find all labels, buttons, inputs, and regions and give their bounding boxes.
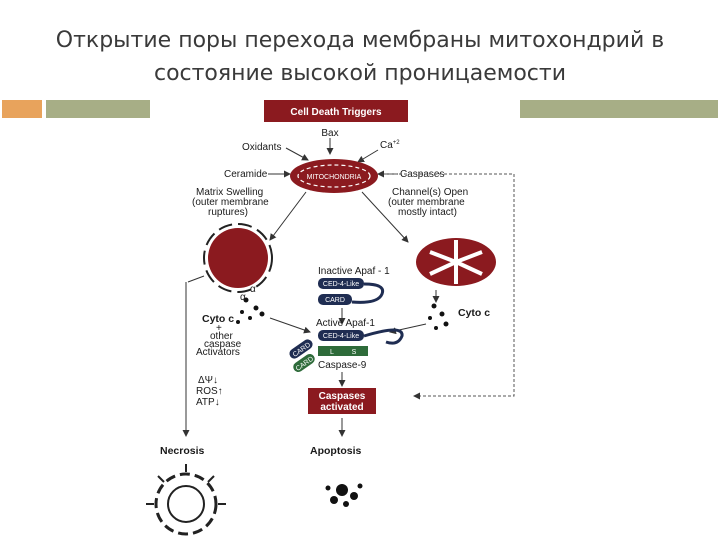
oxidants-arrow (286, 148, 308, 160)
ceramide-label: Ceramide (224, 169, 268, 180)
inactive-ced-label: CED-4-Like (323, 281, 359, 288)
caspase9-l-label: L (330, 349, 334, 356)
slide-title: Открытие поры перехода мембраны митохонд… (20, 24, 700, 90)
delta-psi-label: ΔΨ↓ (198, 375, 218, 386)
caspase9-label: Caspase-9 (318, 360, 367, 371)
inactive-apaf-label: Inactive Apaf - 1 (318, 266, 390, 277)
cell-death-triggers-label: Cell Death Triggers (290, 107, 382, 118)
ca-arrow (358, 150, 378, 162)
mitochondria-label: MITOCHONDRIA (307, 174, 362, 181)
alpha-mark-1: α (240, 292, 246, 303)
necrosis-connector (188, 276, 204, 282)
inactive-card-label: CARD (325, 297, 345, 304)
swollen-mitochondrion (208, 228, 268, 288)
apoptosis-label: Apoptosis (310, 445, 361, 457)
channels-open-line3: mostly intact) (398, 207, 457, 218)
caspases-activated-line1: Caspases (319, 391, 366, 402)
active-ced-label: CED-4-Like (323, 333, 359, 340)
apoptotic-bodies (326, 484, 363, 508)
left-to-apaf-arrow (270, 318, 310, 332)
cyto-c-left-line5: Activators (196, 347, 240, 358)
active-apaf-label: Active Apaf-1 (316, 318, 375, 329)
caspases-activated-line2: activated (320, 402, 363, 413)
necrosis-label: Necrosis (160, 445, 205, 457)
caspase9-domain (318, 346, 368, 356)
oxidants-label: Oxidants (242, 142, 281, 153)
ros-label: ROS↑ (196, 386, 223, 397)
atp-label: ATP↓ (196, 397, 220, 408)
title-line-1: Открытие поры перехода мембраны митохонд… (20, 24, 700, 57)
accent-bar-gray-left (46, 100, 150, 118)
necrotic-cell-drawing (146, 464, 226, 534)
caspase9-s-label: S (352, 349, 357, 356)
ca-label: Ca+2 (380, 140, 400, 151)
cyto-c-dots-right (428, 304, 449, 331)
title-line-2: состояние высокой проницаемости (20, 57, 700, 90)
apoptosis-pathway-diagram: Cell Death Triggers Bax Oxidants Ca+2 Ce… (146, 96, 530, 540)
matrix-swelling-line3: ruptures) (208, 207, 248, 218)
active-apaf-tail (364, 330, 402, 343)
alpha-mark-2: α (250, 284, 256, 295)
bax-label: Bax (321, 128, 338, 139)
cyto-c-right-label: Cyto c (458, 307, 490, 319)
accent-bar-orange (2, 100, 42, 118)
left-branch-arrow (270, 192, 306, 240)
accent-bar-gray-right (520, 100, 718, 118)
